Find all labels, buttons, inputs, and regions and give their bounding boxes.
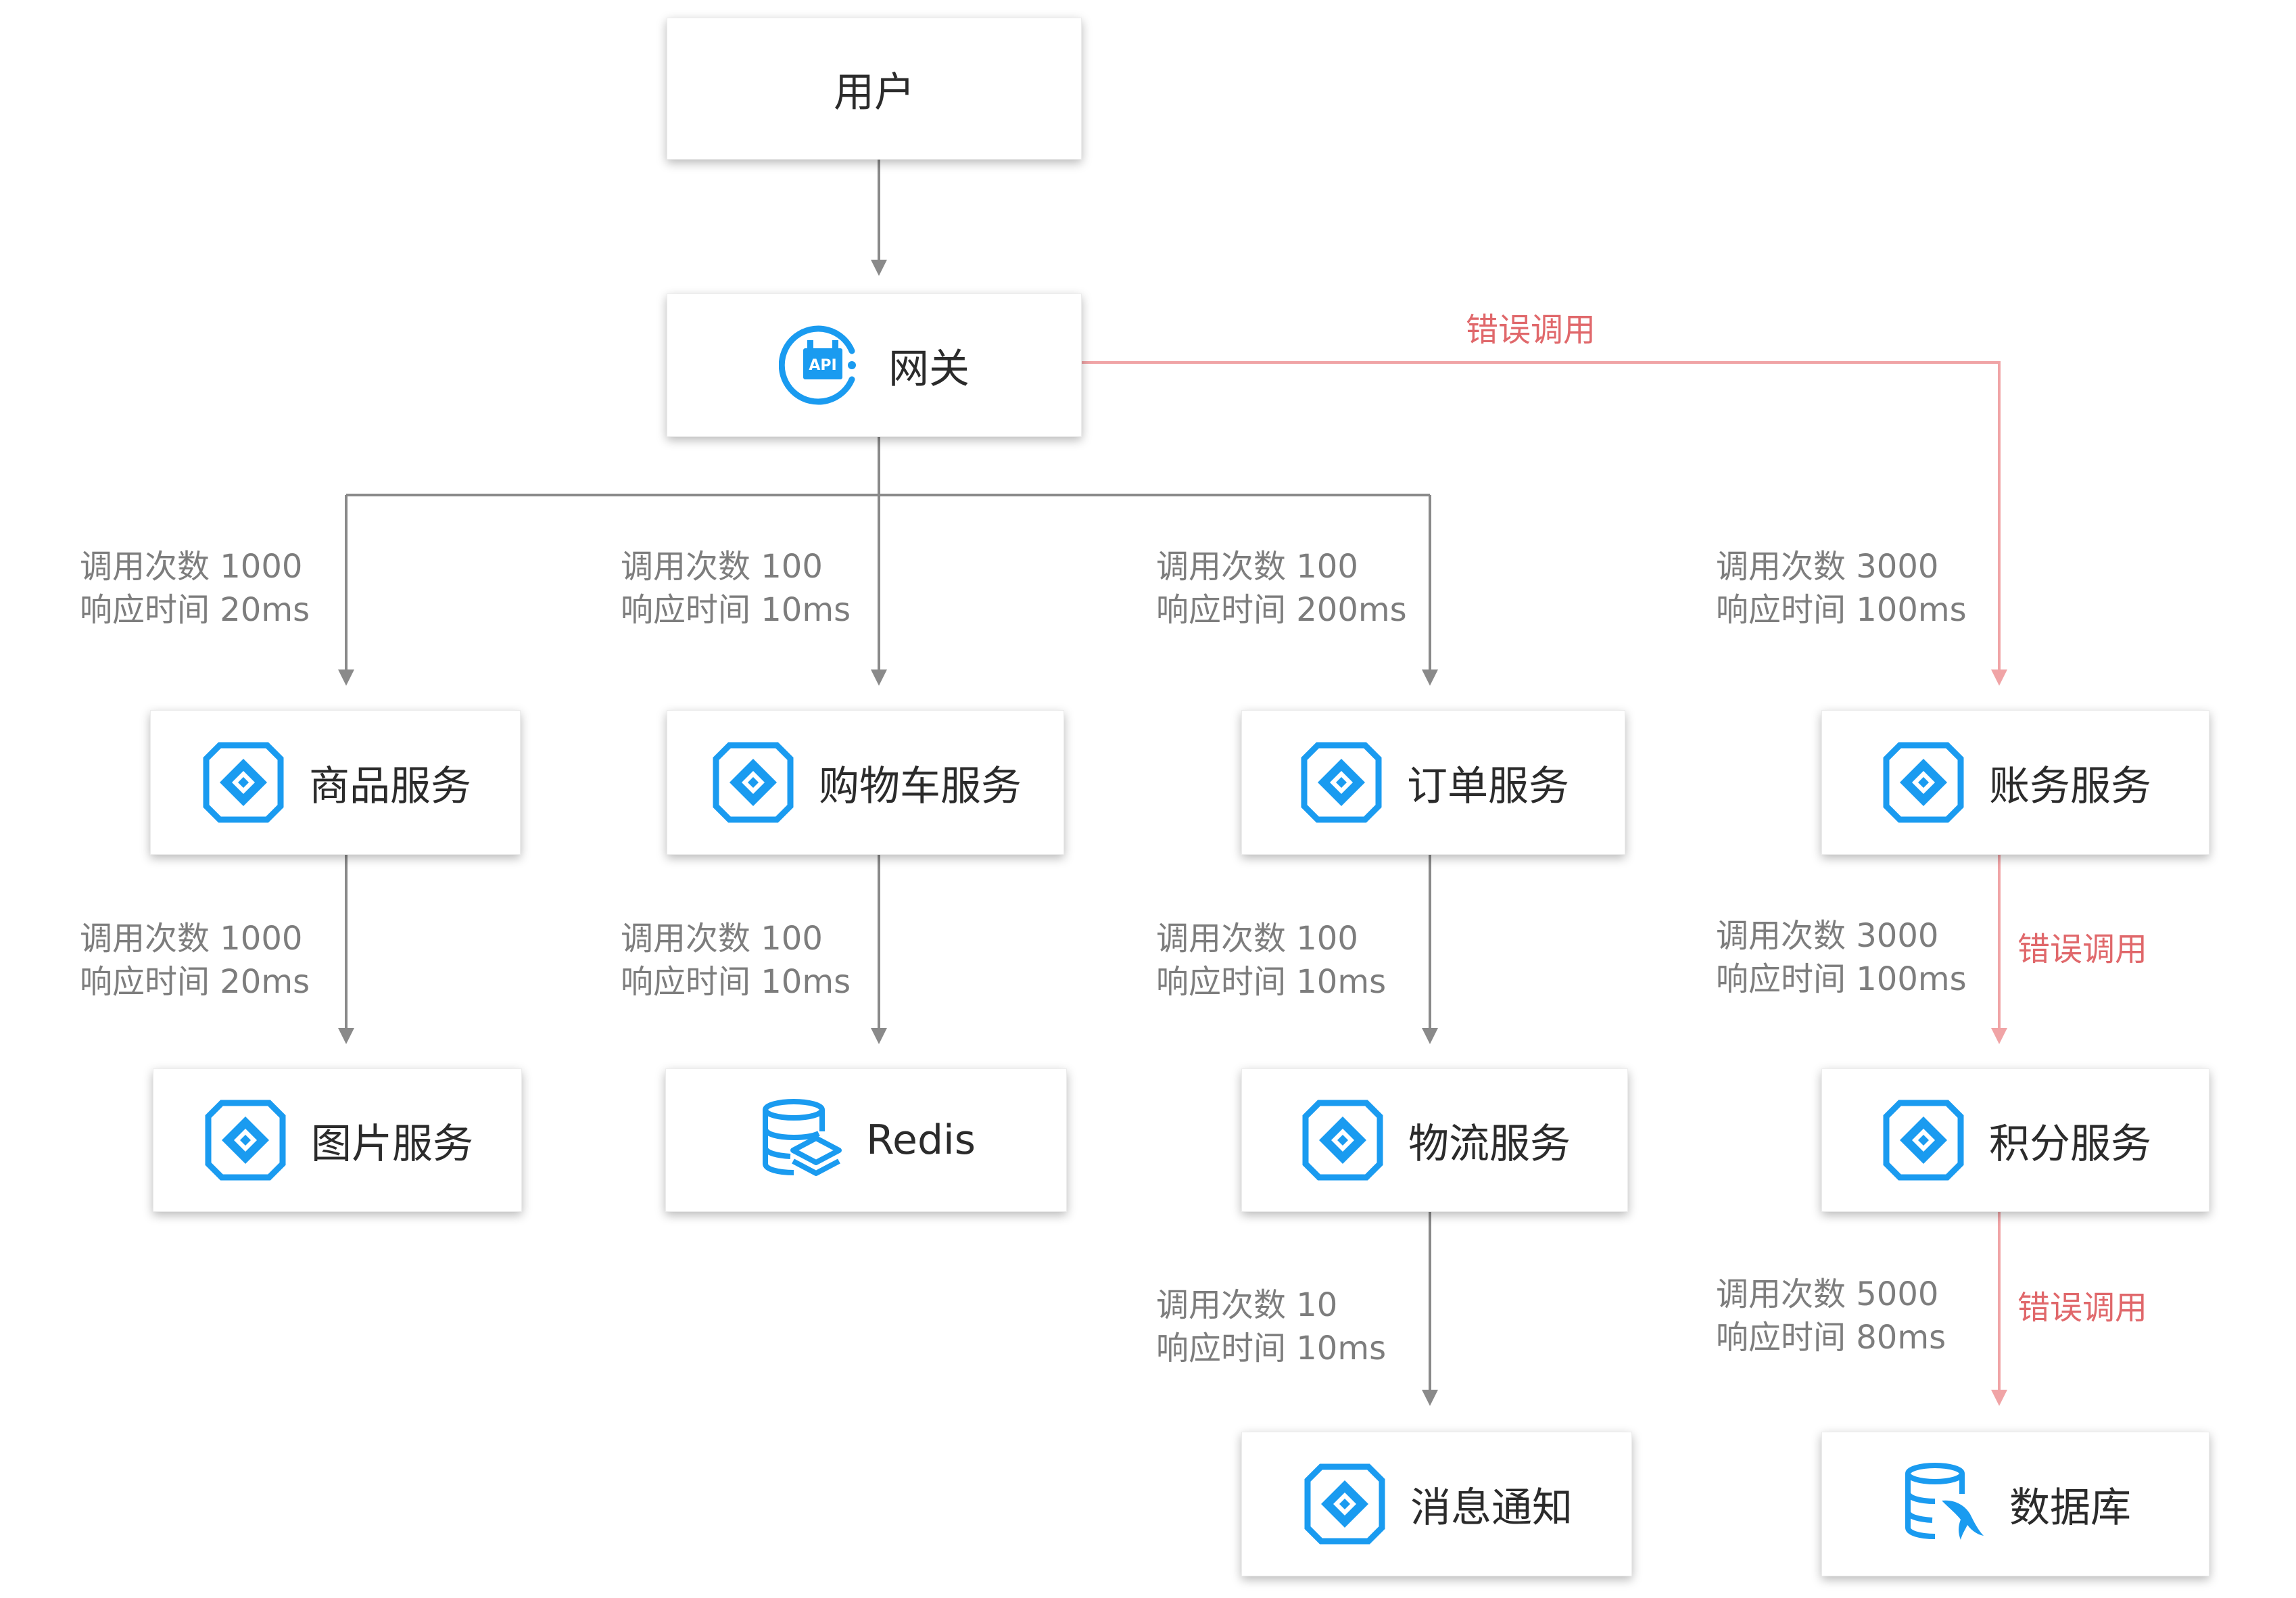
node-billing-service[interactable]: 账务服务 — [1821, 710, 2209, 855]
microservice-icon — [1301, 1460, 1389, 1548]
error-label-gateway-billing: 错误调用 — [1466, 311, 1596, 349]
microservice-icon — [1297, 738, 1385, 826]
mysql-database-icon — [1900, 1460, 1988, 1548]
stat-product-image: 调用次数 1000 响应时间 20ms — [80, 917, 310, 1004]
node-points-service[interactable]: 积分服务 — [1821, 1068, 2209, 1212]
node-order-service[interactable]: 订单服务 — [1241, 710, 1625, 855]
microservice-icon — [709, 738, 797, 826]
stat-gateway-order: 调用次数 100 响应时间 200ms — [1156, 545, 1407, 632]
call-count: 调用次数 100 — [1156, 548, 1358, 586]
node-order-service-label: 订单服务 — [1407, 762, 1569, 810]
node-image-service[interactable]: 图片服务 — [153, 1068, 522, 1212]
microservice-icon — [201, 1096, 289, 1184]
call-count: 调用次数 10 — [1156, 1286, 1338, 1324]
call-count: 调用次数 3000 — [1716, 548, 1939, 586]
node-product-service-label: 商品服务 — [309, 762, 471, 810]
response-time: 响应时间 10ms — [1156, 963, 1387, 1001]
node-user-label: 用户 — [834, 68, 915, 116]
response-time: 响应时间 200ms — [1156, 591, 1407, 629]
node-cart-service-label: 购物车服务 — [819, 762, 1022, 810]
node-image-service-label: 图片服务 — [311, 1120, 473, 1168]
node-gateway[interactable]: API 网关 — [667, 293, 1082, 437]
node-redis[interactable]: Redis — [665, 1068, 1067, 1212]
call-count: 调用次数 5000 — [1716, 1275, 1939, 1313]
node-gateway-label: 网关 — [888, 345, 970, 393]
response-time: 响应时间 100ms — [1716, 960, 1967, 998]
edge-gateway-billing-error — [1082, 361, 2007, 686]
microservice-icon — [1299, 1096, 1387, 1184]
redis-database-icon — [757, 1096, 844, 1184]
node-cart-service[interactable]: 购物车服务 — [667, 710, 1064, 855]
call-count: 调用次数 100 — [1156, 920, 1358, 958]
microservice-icon — [199, 738, 287, 826]
node-billing-service-label: 账务服务 — [1989, 762, 2151, 810]
node-user[interactable]: 用户 — [667, 18, 1082, 160]
stat-gateway-billing: 调用次数 3000 响应时间 100ms — [1716, 545, 1967, 632]
call-count: 调用次数 100 — [621, 548, 823, 586]
response-time: 响应时间 10ms — [621, 591, 851, 629]
node-notify-service-label: 消息通知 — [1410, 1484, 1573, 1532]
node-database-label: 数据库 — [2009, 1484, 2131, 1532]
node-database[interactable]: 数据库 — [1821, 1432, 2209, 1576]
call-count: 调用次数 100 — [621, 920, 823, 958]
response-time: 响应时间 20ms — [80, 963, 310, 1001]
node-points-service-label: 积分服务 — [1989, 1120, 2151, 1168]
stat-gateway-product: 调用次数 1000 响应时间 20ms — [80, 545, 310, 632]
response-time: 响应时间 20ms — [80, 591, 310, 629]
stat-billing-points: 调用次数 3000 响应时间 100ms — [1716, 914, 1967, 1001]
response-time: 响应时间 100ms — [1716, 591, 1967, 629]
node-logistics-service-label: 物流服务 — [1408, 1120, 1571, 1168]
node-redis-label: Redis — [866, 1117, 976, 1164]
node-notify-service[interactable]: 消息通知 — [1241, 1432, 1632, 1576]
stat-cart-redis: 调用次数 100 响应时间 10ms — [621, 917, 851, 1004]
response-time: 响应时间 10ms — [621, 963, 851, 1001]
error-label-billing-points: 错误调用 — [2017, 931, 2148, 968]
node-logistics-service[interactable]: 物流服务 — [1241, 1068, 1628, 1212]
response-time: 响应时间 80ms — [1716, 1319, 1946, 1357]
stat-logistics-notify: 调用次数 10 响应时间 10ms — [1156, 1284, 1386, 1370]
call-count: 调用次数 1000 — [80, 548, 303, 586]
microservice-icon — [1880, 738, 1967, 826]
node-product-service[interactable]: 商品服务 — [150, 710, 521, 855]
stat-gateway-cart: 调用次数 100 响应时间 10ms — [621, 545, 851, 632]
call-count: 调用次数 3000 — [1716, 917, 1939, 955]
error-label-points-db: 错误调用 — [2017, 1289, 2148, 1327]
stat-order-logistics: 调用次数 100 响应时间 10ms — [1156, 917, 1386, 1004]
api-gateway-icon: API — [779, 321, 867, 409]
svg-text:API: API — [809, 357, 836, 374]
stat-points-db: 调用次数 5000 响应时间 80ms — [1716, 1273, 1946, 1359]
call-count: 调用次数 1000 — [80, 920, 303, 958]
response-time: 响应时间 10ms — [1156, 1330, 1387, 1367]
microservice-icon — [1880, 1096, 1967, 1184]
